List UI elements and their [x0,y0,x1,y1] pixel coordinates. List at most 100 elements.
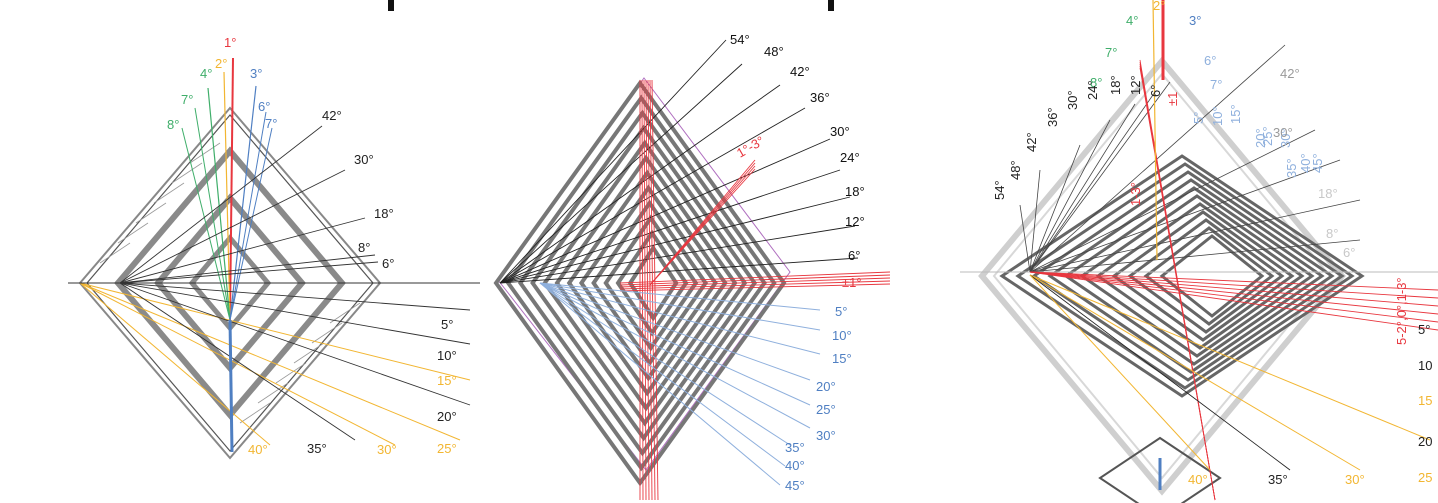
outer-diamond-inner-edge [86,114,374,452]
right-angle-labels: 4°2°3°7°8°6°7°42°54°48°42°36°30°24°18°12… [992,0,1432,487]
ray-red [645,79,650,501]
side-angle-label: 6° [1343,245,1355,260]
ray-black [119,282,471,311]
top-angle-label: 8° [358,240,370,255]
bottom-angle-label: 10° [437,348,457,363]
lower-angle-label: 15° [832,351,852,366]
strut-line [275,362,307,384]
nested-diamond-frame [505,94,777,472]
ray-red [619,271,891,284]
ray-black [1029,119,1111,273]
nested-diamond-frame [591,199,709,367]
ray-red [619,280,891,290]
rotated-angle-label: 45° [1310,153,1325,173]
nested-diamond-frame [566,169,728,397]
upper-angle-label: 48° [764,44,784,59]
nested-diamond-frame [1063,186,1325,366]
ray-red [1029,271,1438,323]
ray-black [119,282,471,406]
ray-black [1019,204,1031,273]
edge-angle-label: 25 [1418,470,1432,485]
rotated-angle-label: 54° [992,180,1007,200]
ray-black [1029,159,1341,273]
nested-diamond-frame [1079,194,1315,358]
ray-black [1029,199,1361,273]
ray-black [1029,91,1156,273]
nested-diamond-frame [542,139,748,427]
rotated-angle-label: 30° [1065,90,1080,110]
ray-black [499,39,727,284]
rotated-angle-label: 25° [1260,126,1275,146]
ray-blue [539,282,811,406]
rotated-angle-label: 18° [1108,75,1123,95]
top-angle-label: 7° [181,92,193,107]
top-angle-label: 3° [250,66,262,81]
strut-line [239,402,271,424]
ray-blue [539,282,811,429]
top-angle-label: 2° [1153,0,1165,13]
ray-black [1029,44,1286,273]
heading-glyph-fragment [828,0,834,11]
rotated-angle-label: ±1 [1165,92,1180,106]
strut-line [153,182,185,204]
bottom-angle-label: 40° [248,442,268,457]
side-angle-label: 18° [1318,186,1338,201]
ray-red [619,277,891,288]
bottom-angle-label: 25° [437,441,457,456]
nested-diamond-frame [1015,162,1355,390]
red-angle-label: 1°-3° [734,133,767,161]
ray-black [1029,144,1081,273]
top-angle-label: 6° [1204,53,1216,68]
strut-line [117,222,149,244]
lower-angle-label: 10° [832,328,852,343]
ray-orange [79,282,461,441]
middle-diamond-diagram: 54°48°42°36°30°24°18°12°6°1°-3°±1°5°10°1… [493,32,891,501]
rotated-angle-label: 30° [1278,128,1293,148]
ray-green [181,127,231,321]
ray-blue [229,111,267,321]
top-angle-label: 2° [215,56,227,71]
top-angle-label: 18° [374,206,394,221]
ray-black [119,125,323,284]
ray-black [119,282,356,441]
upper-angle-label: 54° [730,32,750,47]
ray-black [499,138,831,284]
nested-diamond-frame [1095,202,1305,350]
strut-line [329,302,361,324]
ray-red [619,283,891,292]
rotated-angle-label: 20° [1253,128,1268,148]
rotated-angle-label: 5° [1191,112,1206,124]
ray-black [499,107,806,284]
edge-red-label: 5-2°,0°,1-3° [1394,277,1409,345]
ray-red [229,57,234,321]
top-angle-label: 1° [224,35,236,50]
rotated-angle-label: 15° [1228,104,1243,124]
right-diamond-diagram: 4°2°3°7°8°6°7°42°54°48°42°36°30°24°18°12… [960,0,1438,503]
ray-black [499,196,851,284]
edge-angle-label: 5° [1418,322,1430,337]
rotated-angle-label: 10° [1210,106,1225,126]
nested-diamond-frame [1127,218,1285,334]
bottom-bracket-frame [1098,436,1222,503]
ray-black [499,169,841,284]
bottom-angle-label: 35° [1268,472,1288,487]
ray-red [649,79,656,501]
ray-blue [539,282,811,381]
ray-blue [229,85,257,321]
ray-blue [539,282,821,311]
top-angle-label: 7° [265,116,277,131]
nested-diamond-frame [999,154,1365,398]
bottom-angle-label: 30° [1345,472,1365,487]
rotated-angle-label: 42° [1024,132,1039,152]
right-diamond-frames [960,56,1438,503]
heading-glyph-fragment [388,0,394,11]
lower-angle-label: 25° [816,402,836,417]
ray-green [194,107,231,321]
nested-diamond-frame [1159,234,1265,318]
lower-angle-label: 5° [835,304,847,319]
left-ray-lines [79,57,471,453]
top-angle-label: 42° [322,108,342,123]
upper-angle-label: 30° [830,124,850,139]
nested-diamond-frame [1031,170,1345,382]
